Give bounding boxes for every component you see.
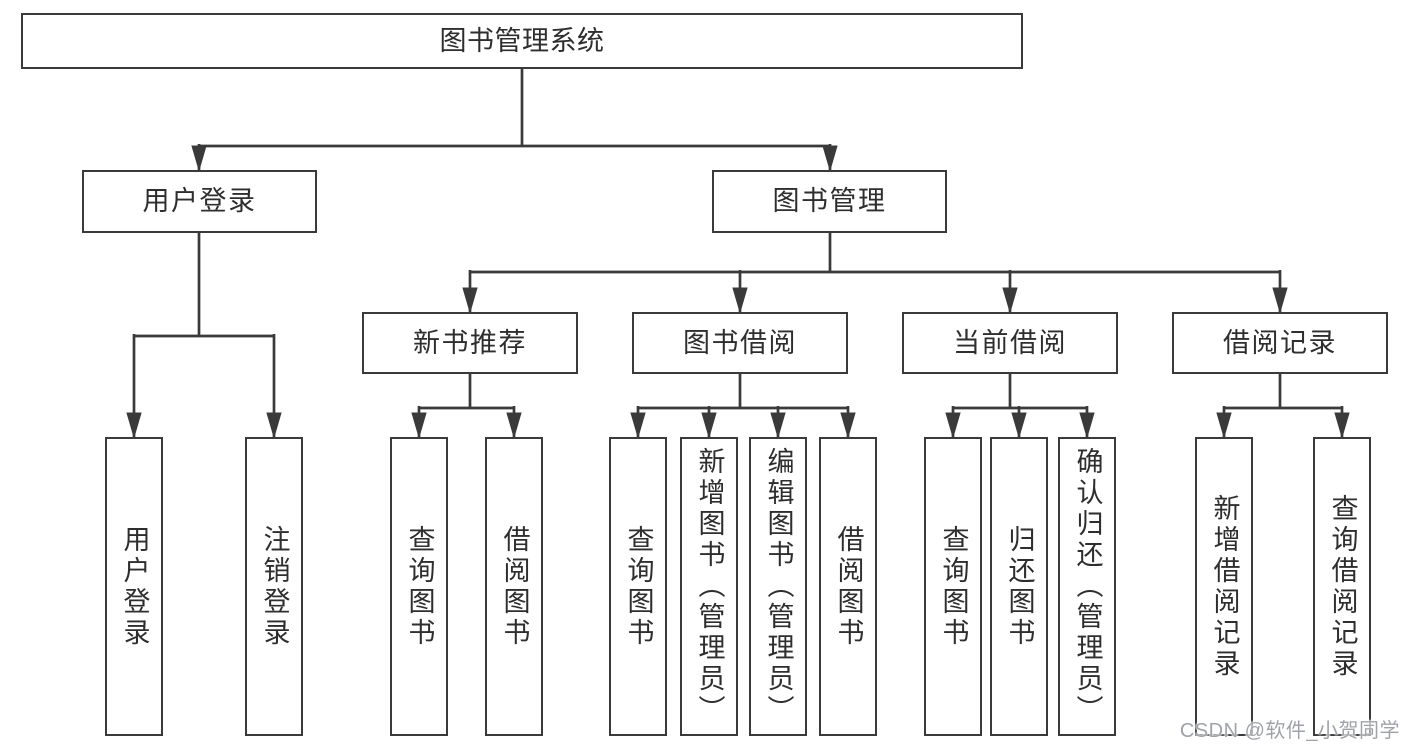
node-root: 图书管理系统 [21, 13, 1023, 69]
leaf-borrow-book-2: 借阅图书 [819, 437, 877, 736]
connector-root-to-level2 [199, 69, 830, 170]
node-current-borrow: 当前借阅 [902, 312, 1118, 374]
csdn-watermark: CSDN @软件_小贺同学 [1179, 720, 1400, 742]
connector-user-login-children [134, 233, 274, 437]
connector-current-borrow-children [953, 374, 1087, 437]
leaf-user-login: 用户登录 [105, 437, 163, 736]
connector-book-mgmt-children [470, 233, 1280, 312]
leaf-logout: 注销登录 [245, 437, 303, 736]
node-new-book-rec: 新书推荐 [362, 312, 578, 374]
node-book-borrow: 图书借阅 [632, 312, 848, 374]
leaf-add-record: 新增借阅记录 [1195, 437, 1253, 736]
leaf-confirm-return: 确认归还（管理员） [1058, 437, 1116, 736]
leaf-edit-book: 编辑图书（管理员） [749, 437, 807, 736]
leaf-query-book-3: 查询图书 [924, 437, 982, 736]
leaf-query-book-2: 查询图书 [609, 437, 667, 736]
connector-new-book-rec-children [419, 374, 514, 437]
node-borrow-records: 借阅记录 [1172, 312, 1388, 374]
node-user-login: 用户登录 [82, 170, 317, 233]
connector-borrow-records-children [1224, 374, 1342, 437]
leaf-query-record: 查询借阅记录 [1313, 437, 1371, 736]
leaf-query-book-1: 查询图书 [390, 437, 448, 736]
leaf-add-book: 新增图书（管理员） [680, 437, 738, 736]
node-book-mgmt: 图书管理 [712, 170, 947, 233]
leaf-borrow-book-1: 借阅图书 [485, 437, 543, 736]
connector-book-borrow-children [638, 374, 848, 437]
leaf-return-book: 归还图书 [990, 437, 1048, 736]
